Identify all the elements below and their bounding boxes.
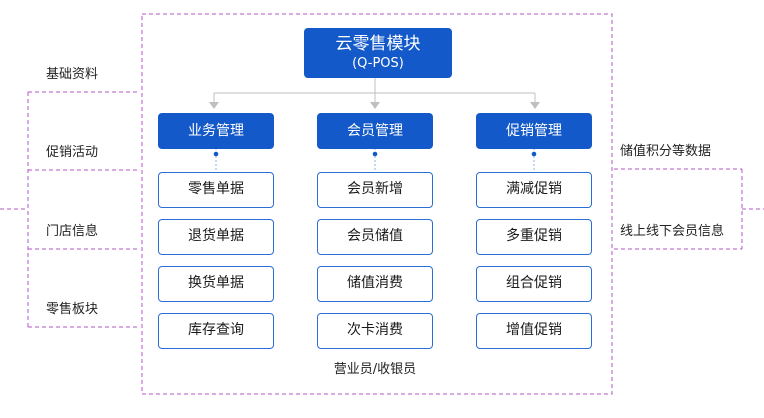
category-item-connectors: [215, 148, 535, 170]
item-box: 退货单据: [158, 219, 274, 255]
category-member: 会员管理: [317, 113, 433, 149]
item-box: 多重促销: [476, 219, 592, 255]
category-business: 业务管理: [158, 113, 274, 149]
item-box: 储值消费: [317, 266, 433, 302]
left-input-basic-data: 基础资料: [46, 67, 99, 82]
right-output-member-info: 线上线下会员信息: [620, 224, 725, 239]
category-promotion: 促销管理: [476, 113, 592, 149]
left-input-store-info: 门店信息: [46, 224, 99, 239]
module-title-box: 云零售模块 (Q-POS): [304, 28, 452, 78]
item-box: 会员新增: [317, 172, 433, 208]
item-box: 换货单据: [158, 266, 274, 302]
right-output-stored-value: 储值积分等数据: [620, 144, 712, 159]
item-box: 零售单据: [158, 172, 274, 208]
left-input-promotion: 促销活动: [46, 145, 99, 160]
item-box: 增值促销: [476, 313, 592, 349]
item-box: 会员储值: [317, 219, 433, 255]
item-box: 次卡消费: [317, 313, 433, 349]
item-box: 组合促销: [476, 266, 592, 302]
module-title: 云零售模块: [335, 34, 421, 54]
tree-arrowheads: [209, 102, 540, 109]
right-dashed-lines: [614, 168, 764, 250]
left-input-retail: 零售板块: [46, 302, 99, 317]
connector-dots: [213, 151, 537, 157]
module-frame: [141, 13, 613, 395]
item-box: 库存查询: [158, 313, 274, 349]
left-dashed-lines: [0, 91, 140, 328]
module-subtitle: (Q-POS): [352, 56, 404, 71]
item-box: 满减促销: [476, 172, 592, 208]
tree-connectors: [213, 78, 536, 106]
footer-role-label: 营业员/收银员: [333, 362, 417, 377]
